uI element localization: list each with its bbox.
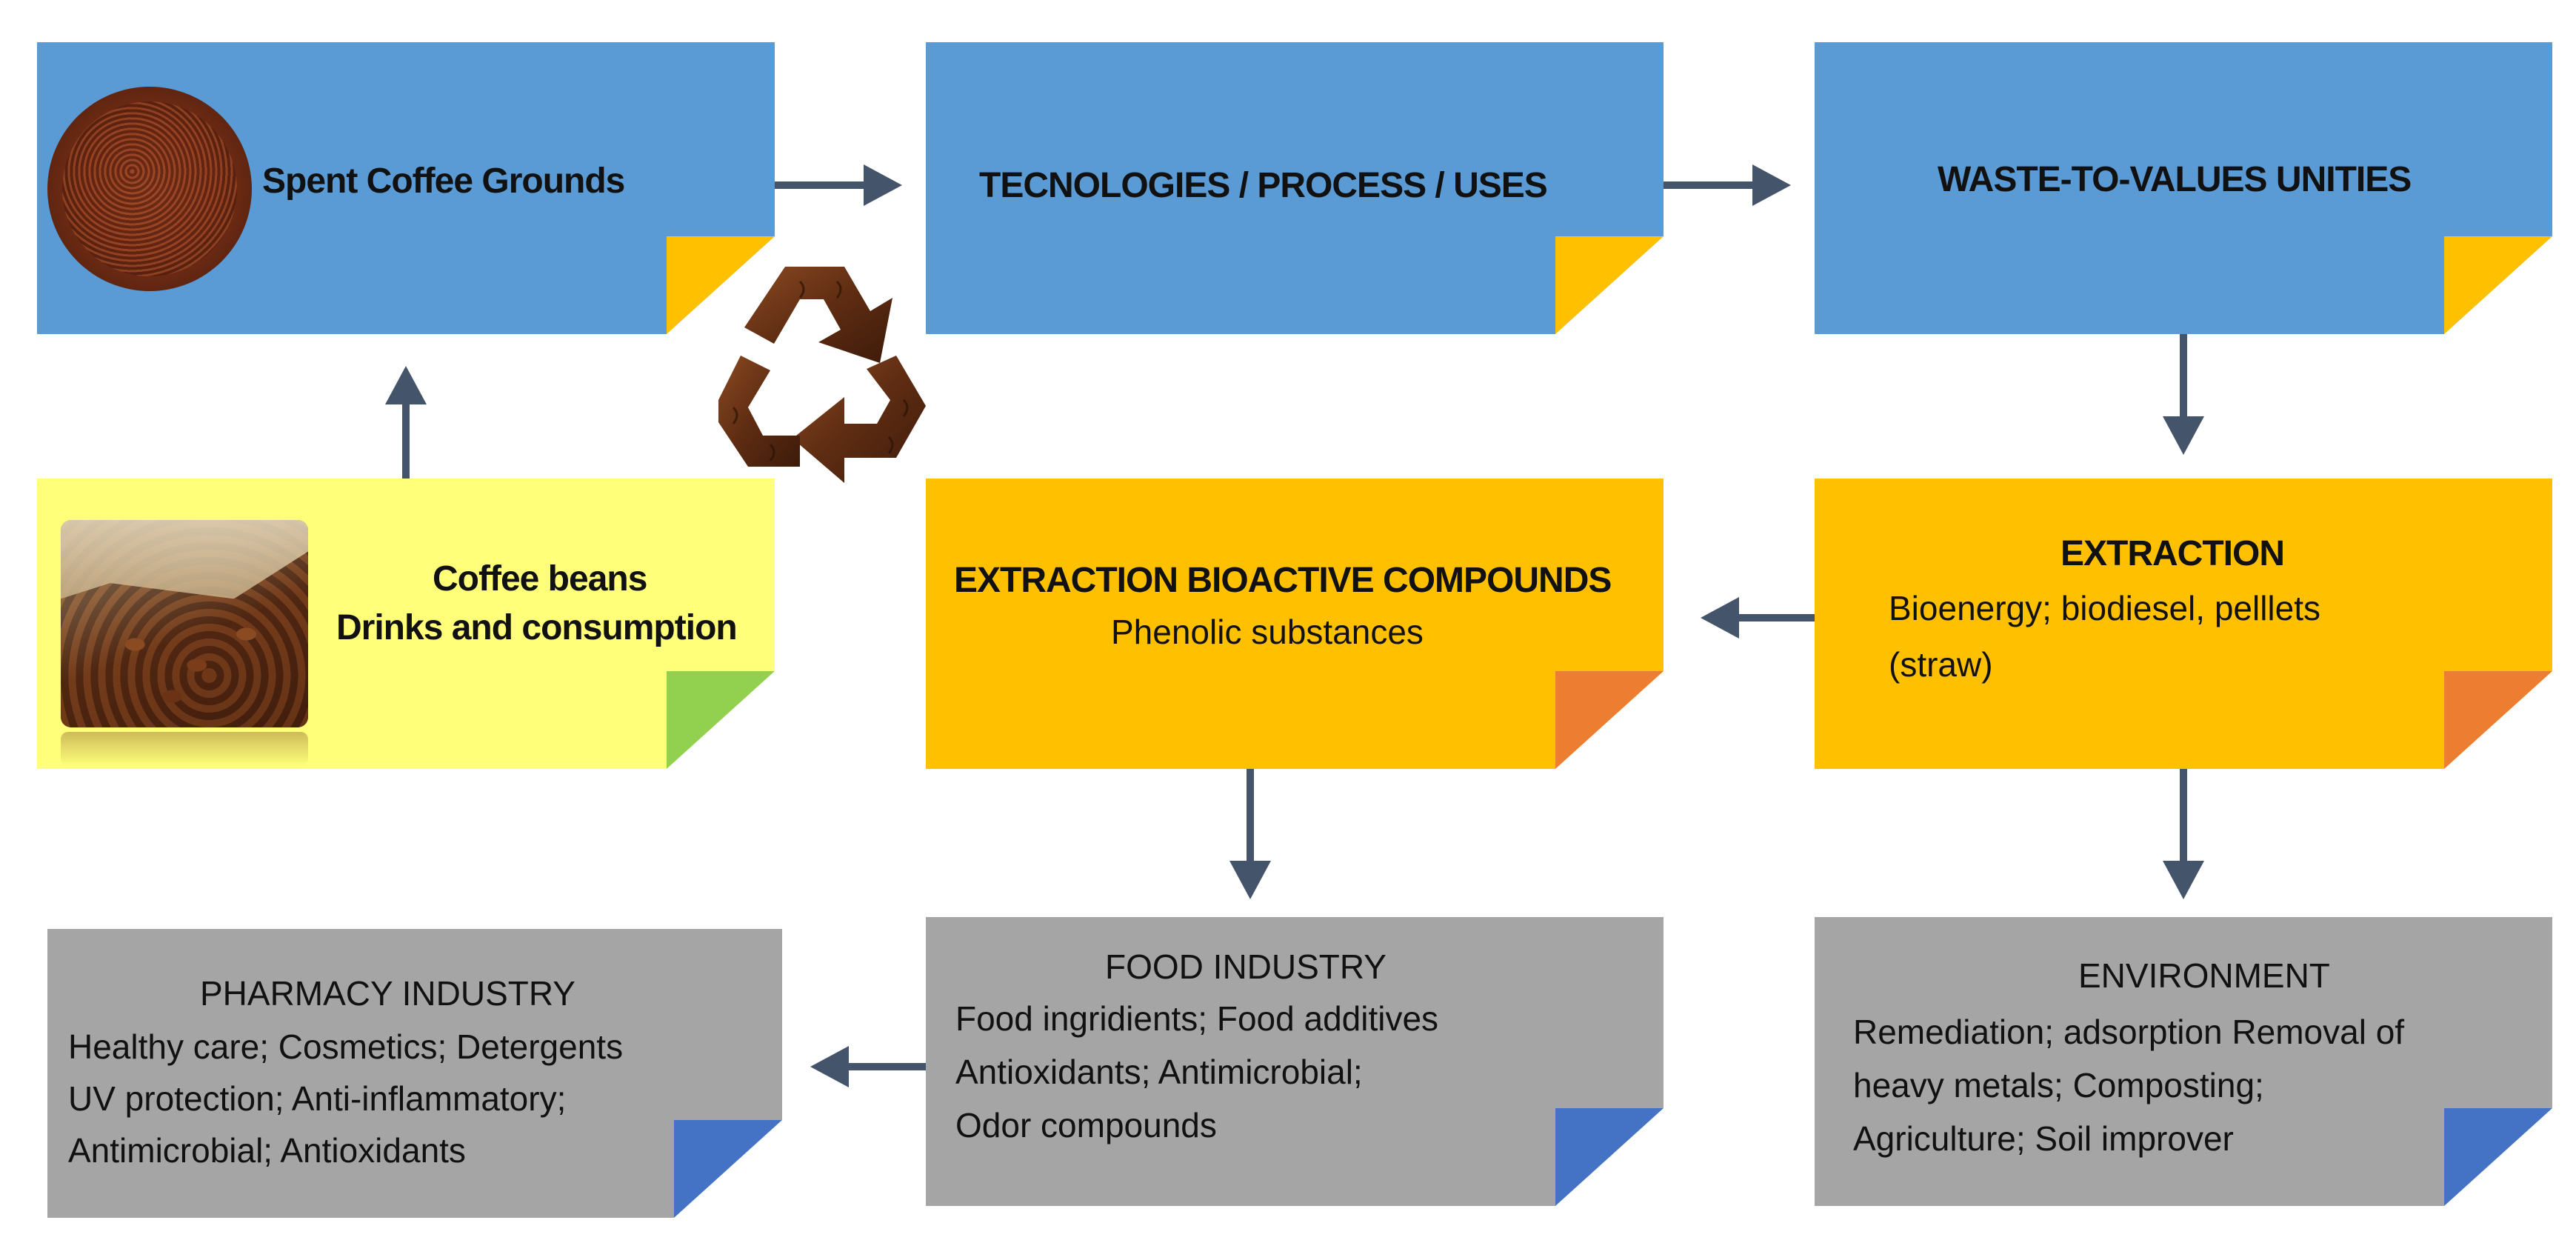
environment-box: ENVIRONMENT Remediation; adsorption Remo…	[1815, 917, 2552, 1206]
drinks-consumption-label: Drinks and consumption	[336, 608, 738, 647]
waste-to-values-box: WASTE-TO-VALUES UNITIES	[1815, 42, 2552, 334]
page-fold-icon	[1555, 1108, 1664, 1206]
technologies-label: TECNOLOGIES / PROCESS / USES	[979, 166, 1548, 205]
page-fold-icon	[667, 671, 775, 769]
extraction-box: EXTRACTION Bioenergy; biodiesel, pelllet…	[1815, 479, 2552, 769]
food-line-2: Antioxidants; Antimicrobial;	[955, 1053, 1363, 1091]
pharmacy-industry-title: PHARMACY INDUSTRY	[200, 974, 575, 1013]
extraction-bioactive-title: EXTRACTION BIOACTIVE COMPOUNDS	[954, 561, 1612, 600]
extraction-title: EXTRACTION	[2061, 534, 2285, 573]
spent-coffee-grounds-label: Spent Coffee Grounds	[262, 161, 625, 201]
arrow-extraction-to-environment	[2163, 769, 2204, 899]
page-fold-icon	[2444, 236, 2552, 334]
arrow-bioactive-to-food	[1229, 769, 1271, 899]
food-industry-title: FOOD INDUSTRY	[1105, 947, 1387, 986]
food-line-1: Food ingridients; Food additives	[955, 999, 1439, 1038]
page-fold-icon	[1555, 671, 1664, 769]
coffee-beans-box: Coffee beans Drinks and consumption	[37, 479, 775, 769]
food-line-3: Odor compounds	[955, 1106, 1217, 1144]
technologies-box: TECNOLOGIES / PROCESS / USES	[926, 42, 1664, 334]
arrow-tech-to-waste	[1664, 164, 1791, 206]
page-fold-icon	[2444, 1108, 2552, 1206]
environment-line-3: Agriculture; Soil improver	[1853, 1119, 2234, 1158]
environment-line-1: Remediation; adsorption Removal of	[1853, 1013, 2405, 1051]
page-fold-icon	[674, 1120, 782, 1218]
page-fold-icon	[1555, 236, 1664, 334]
coffee-grounds-image	[47, 87, 252, 291]
coffee-sack-reflection	[61, 732, 308, 766]
spent-coffee-grounds-box: Spent Coffee Grounds	[37, 42, 775, 334]
environment-title: ENVIRONMENT	[2078, 956, 2330, 995]
arrow-waste-to-extraction	[2163, 334, 2204, 455]
arrow-spent-to-tech	[775, 164, 902, 206]
arrow-extraction-to-bioactive	[1701, 597, 1815, 639]
environment-line-2: heavy metals; Composting;	[1853, 1066, 2264, 1104]
recycle-icon	[718, 267, 926, 483]
pharmacy-industry-box: PHARMACY INDUSTRY Healthy care; Cosmetic…	[47, 929, 782, 1218]
arrow-food-to-pharmacy	[810, 1046, 926, 1087]
pharmacy-line-3: Antimicrobial; Antioxidants	[68, 1131, 466, 1170]
straw-label: (straw)	[1889, 645, 1993, 684]
coffee-beans-label: Coffee beans	[433, 559, 647, 599]
arrow-beans-to-spent	[385, 366, 427, 479]
coffee-sack-image	[61, 520, 308, 727]
extraction-bioactive-box: EXTRACTION BIOACTIVE COMPOUNDS Phenolic …	[926, 479, 1664, 769]
page-fold-icon	[2444, 671, 2552, 769]
bioenergy-label: Bioenergy; biodiesel, pelllets	[1889, 589, 2321, 627]
pharmacy-line-1: Healthy care; Cosmetics; Detergents	[68, 1027, 624, 1066]
waste-to-values-label: WASTE-TO-VALUES UNITIES	[1938, 160, 2412, 199]
phenolic-substances-label: Phenolic substances	[1111, 613, 1424, 651]
pharmacy-line-2: UV protection; Anti-inflammatory;	[68, 1079, 567, 1118]
page-fold-icon	[667, 236, 775, 334]
food-industry-box: FOOD INDUSTRY Food ingridients; Food add…	[926, 917, 1664, 1206]
